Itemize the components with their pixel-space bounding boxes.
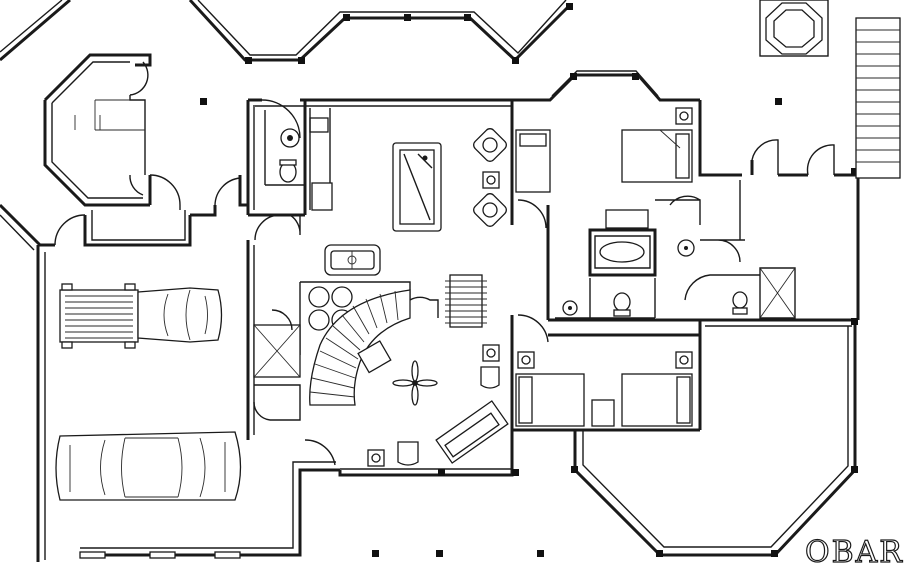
bedroom-wing-walls (510, 180, 796, 430)
foosball-table (445, 274, 487, 328)
top-left-deck (0, 0, 782, 251)
watermark-text: OBAR (805, 538, 904, 568)
sofa (435, 400, 509, 464)
bottom-posts (372, 550, 544, 557)
exterior-stairs (855, 17, 901, 179)
air-hockey-table (324, 244, 381, 276)
half-bath (254, 108, 333, 241)
bed-upper-right (621, 129, 693, 183)
bed-upper-left (515, 129, 551, 193)
octagon-hot-tub (759, 0, 829, 57)
nightstands (517, 107, 693, 369)
ceiling-fan (392, 360, 438, 406)
game-chairs (473, 128, 507, 227)
pool-table (392, 142, 442, 232)
lower-right-porch (571, 168, 858, 557)
bathroom-fixtures (555, 239, 748, 319)
beds-lower (515, 373, 693, 427)
pickup-truck (59, 283, 223, 349)
spiral-staircase (309, 289, 439, 406)
storage-rooms (43, 53, 152, 207)
game-room-chairs (367, 344, 500, 467)
hot-tub (253, 309, 336, 466)
sedan-car (55, 431, 242, 501)
